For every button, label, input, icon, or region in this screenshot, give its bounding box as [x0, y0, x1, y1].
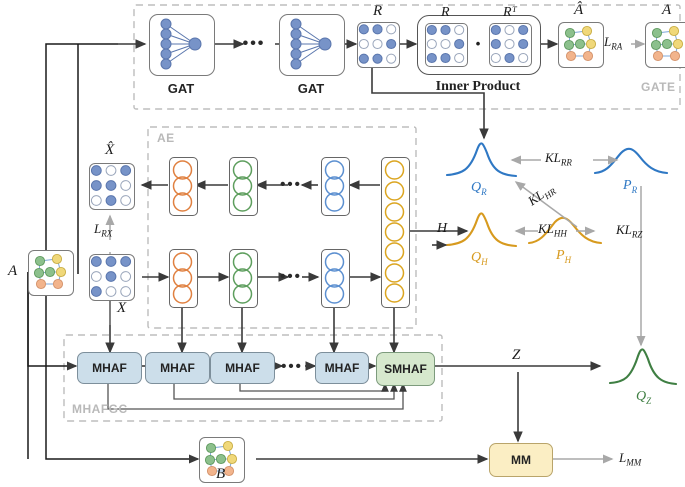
group-label-ae: AE [157, 131, 175, 145]
gat-ellipsis: ••• [242, 35, 266, 52]
mhaf-block-1[interactable]: MHAF [77, 352, 142, 384]
skip-mhaf3-smhaf [239, 382, 389, 392]
gat-block-1[interactable] [149, 14, 215, 76]
ae-enc-blue-circles [324, 252, 345, 304]
ae-bottleneck-circles [384, 160, 405, 303]
label-kl-hh: KLHH [538, 221, 567, 239]
curve-q-h [445, 212, 518, 248]
label-z: Z [512, 347, 521, 363]
kl-rr-sub: RR [560, 157, 572, 168]
ae-dec-green-circles [232, 160, 253, 212]
label-x: X [117, 300, 127, 316]
matrix-ip-rt-cells [490, 24, 529, 64]
kl-rz-sub: RZ [631, 229, 643, 240]
q-z-base: Q [636, 389, 647, 404]
gat-block-2[interactable] [279, 14, 345, 76]
smhaf-block[interactable]: SMHAF [376, 352, 435, 386]
path-r-to-qr [371, 66, 489, 140]
loss-mm-sub: MM [626, 457, 642, 468]
label-p-h: PH [556, 248, 571, 265]
label-loss-rx: LRX [94, 221, 112, 239]
label-loss-ra: LRA [604, 34, 622, 52]
arrow-kl-hr [514, 181, 578, 228]
bus-a-to-b [45, 272, 200, 464]
loss-ra-sub: RA [611, 41, 623, 52]
label-kl-rz: KLRZ [616, 222, 642, 240]
gat-1-label: GAT [167, 80, 195, 96]
matrix-ip-r-cells [426, 24, 465, 64]
label-x-hat: X̂ [105, 142, 115, 158]
matrix-x-cells [90, 256, 132, 297]
p-r-base: P [623, 178, 632, 193]
label-a-left: A [8, 263, 18, 279]
label-kl-rr: KLRR [545, 150, 572, 168]
mm-block[interactable]: MM [489, 443, 553, 477]
ae-decoder-ellipsis: ••• [280, 175, 302, 193]
label-a-hat: Â [574, 2, 584, 18]
graph-b-nodes [204, 440, 238, 477]
kl-hh-base: KL [538, 221, 554, 236]
label-p-r: PR [623, 178, 637, 195]
loss-ra-base: L [604, 34, 612, 49]
label-q-z: QZ [636, 389, 651, 406]
graph-a-top-nodes [650, 25, 684, 62]
p-r-sub: R [631, 184, 638, 195]
group-label-mhafgc: MHAFGC [72, 402, 128, 416]
loss-rx-sub: RX [101, 228, 113, 239]
q-h-base: Q [471, 250, 482, 265]
label-a-top: A [662, 2, 672, 18]
skip-mhaf2-smhaf [173, 382, 398, 400]
ae-enc-orange-circles [172, 252, 193, 304]
group-label-gate: GATE [641, 80, 676, 94]
mhaf-block-2[interactable]: MHAF [145, 352, 210, 384]
group-box-ae [147, 126, 417, 329]
p-h-base: P [556, 248, 565, 263]
graph-a-hat-nodes [563, 25, 597, 62]
matrix-r-cells [358, 24, 397, 64]
curve-q-r [445, 142, 518, 178]
label-b: B [216, 466, 226, 482]
graph-a-left-nodes [33, 253, 67, 290]
bus-a-to-gat [45, 43, 118, 272]
kl-rr-base: KL [545, 150, 561, 165]
p-h-sub: H [564, 254, 572, 265]
ae-enc-green-circles [232, 252, 253, 304]
kl-hh-sub: HH [553, 228, 567, 239]
q-r-sub: R [481, 186, 487, 197]
group-box-mhafgc [63, 334, 443, 422]
matrix-x-hat-cells [90, 165, 132, 206]
gat-1-graph [160, 18, 202, 70]
kl-rz-base: KL [616, 222, 632, 237]
label-ip-r: R [441, 5, 450, 20]
mhaf-block-4[interactable]: MHAF [315, 352, 369, 384]
multiply-symbol: • [475, 35, 481, 51]
loss-mm-base: L [619, 450, 627, 465]
curve-q-z [608, 348, 678, 386]
ae-dec-blue-circles [324, 160, 345, 212]
loss-rx-base: L [94, 221, 102, 236]
label-h: H [437, 221, 448, 236]
label-r: R [373, 3, 383, 19]
inner-product-label: Inner Product [435, 79, 521, 94]
ae-dec-orange-circles [172, 160, 193, 212]
q-z-sub: Z [646, 395, 652, 406]
q-h-sub: H [481, 256, 488, 267]
curve-p-r [593, 147, 669, 175]
ae-encoder-ellipsis: ••• [280, 267, 302, 285]
label-q-h: QH [471, 250, 488, 267]
label-ip-rt: Rᵀ [503, 5, 517, 20]
q-r-base: Q [471, 180, 482, 195]
mhaf-ellipsis: ••• [281, 357, 303, 375]
gat-2-label: GAT [297, 80, 325, 96]
gat-2-graph [290, 18, 332, 70]
label-q-r: QR [471, 180, 487, 197]
mhaf-block-3[interactable]: MHAF [210, 352, 275, 384]
skip-mhaf1-smhaf [107, 382, 407, 410]
label-loss-mm: LMM [619, 450, 641, 468]
